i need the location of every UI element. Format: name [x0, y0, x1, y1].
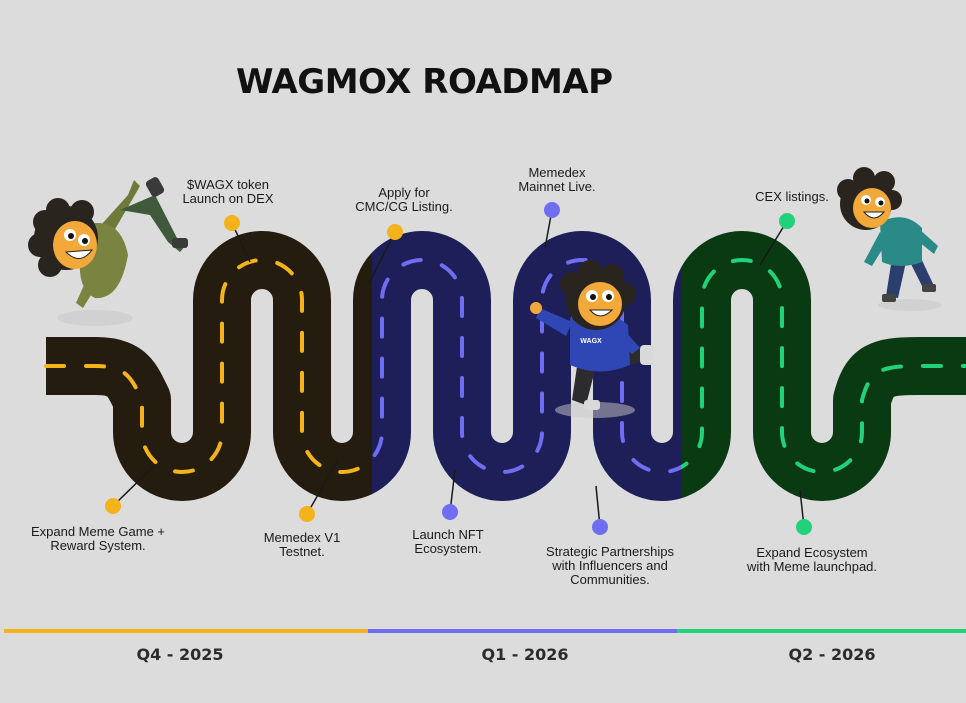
- milestone-label-m6: Launch NFT Ecosystem.: [412, 527, 484, 556]
- quarter-label-q1-2026: Q1 - 2026: [481, 645, 569, 664]
- mascot-dance-illustration: [837, 167, 942, 311]
- mascot-breakdance-illustration: [28, 177, 188, 326]
- dot-m5: [544, 202, 560, 218]
- quarter-label-q4-2025: Q4 - 2025: [136, 645, 224, 664]
- road-segment-q4: [46, 260, 372, 472]
- dot-m8: [779, 213, 795, 229]
- dot-m2: [387, 224, 403, 240]
- milestone-label-m8: CEX listings.: [755, 189, 829, 204]
- timeline-bar: [4, 629, 966, 633]
- milestone-dots: [105, 202, 812, 535]
- milestone-label-m5: Memedex Mainnet Live.: [518, 165, 596, 194]
- dot-m6: [442, 504, 458, 520]
- milestone-label-m1: $WAGX token Launch on DEX: [182, 177, 274, 206]
- dot-m7: [592, 519, 608, 535]
- milestone-label-m9: Expand Ecosystem with Meme launchpad.: [746, 545, 878, 574]
- dot-m3: [105, 498, 121, 514]
- quarter-label-q2-2026: Q2 - 2026: [788, 645, 876, 664]
- dot-m9: [796, 519, 812, 535]
- milestone-label-m2: Apply for CMC/CG Listing.: [355, 185, 453, 214]
- mascot-kick-illustration: [530, 260, 654, 418]
- road-segment-q1: [372, 260, 681, 472]
- road-segment-q2: [681, 260, 966, 472]
- dot-m1: [224, 215, 240, 231]
- milestone-label-m3: Expand Meme Game + Reward System.: [30, 524, 166, 553]
- dot-m4: [299, 506, 315, 522]
- milestone-label-m7: Strategic Partnerships with Influencers …: [546, 544, 674, 587]
- milestone-label-m4: Memedex V1 Testnet.: [263, 530, 341, 559]
- page-title: WAGMOX ROADMAP: [236, 62, 613, 102]
- mascot-shirt-text: WAGX: [580, 338, 602, 345]
